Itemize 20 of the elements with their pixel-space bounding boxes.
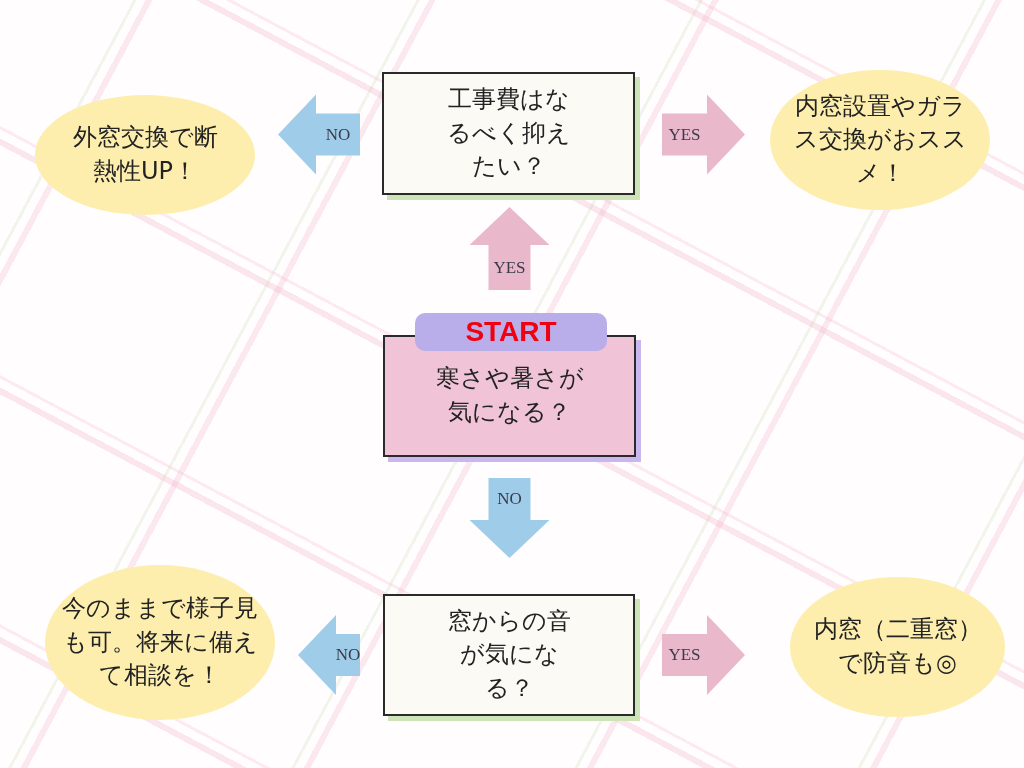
start-label: START	[465, 316, 557, 348]
edge-label: YES	[668, 645, 701, 665]
edge-label: YES	[493, 257, 526, 278]
block-arrow	[662, 615, 745, 695]
answer-text: 内窓設置やガラス交換がおススメ！	[792, 90, 968, 189]
block-arrow	[662, 94, 745, 175]
question-text: 窓からの音が気になる？	[446, 605, 572, 704]
block-arrow	[298, 615, 360, 695]
edge-label: YES	[668, 124, 701, 145]
block-arrow	[469, 478, 550, 558]
answer-text: 内窓（二重窓）で防音も◎	[812, 614, 983, 679]
answer-text: 外窓交換で断熱性UP！	[71, 122, 219, 187]
block-arrow	[278, 94, 360, 175]
answer-text: 今のままで様子見も可。将来に備えて相談を！	[61, 593, 259, 692]
edge-label: NO	[497, 489, 522, 509]
question-text: 寒さや暑さが気になる？	[434, 363, 585, 428]
question-text: 工事費はなるべく抑えたい？	[445, 84, 572, 183]
block-arrow	[469, 207, 550, 290]
edge-label: NO	[335, 645, 361, 665]
edge-label: NO	[325, 124, 351, 145]
